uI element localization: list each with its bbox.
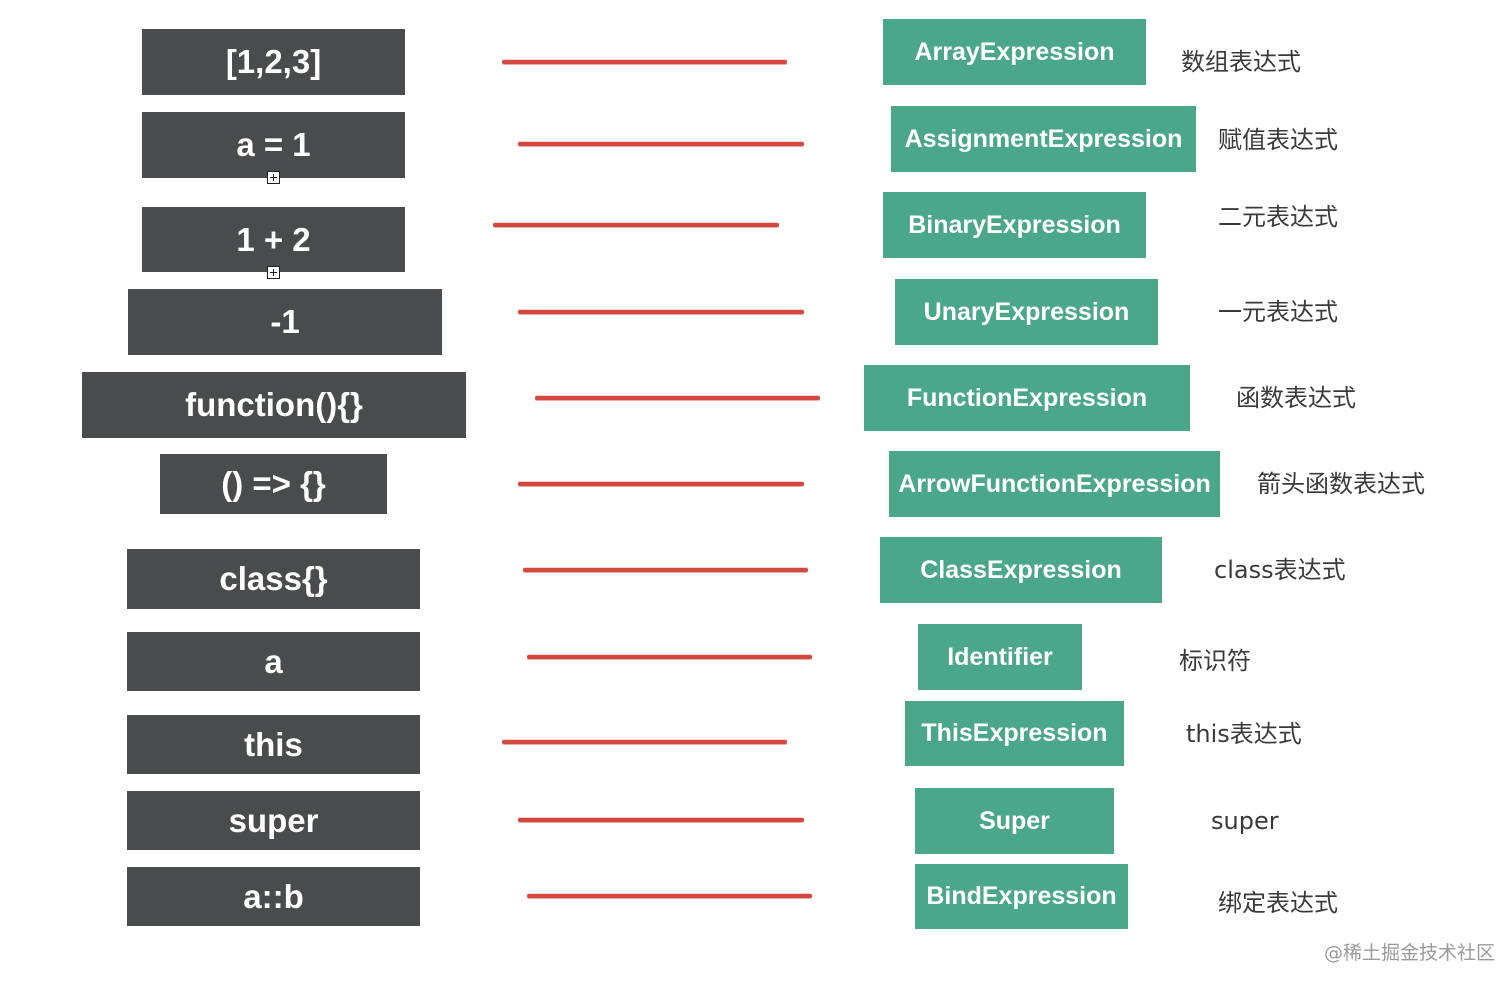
node-label: ThisExpression (921, 719, 1108, 747)
node-box-arrow-function-expression: ArrowFunctionExpression (889, 451, 1220, 517)
connector-line (527, 894, 812, 898)
node-label: ArrayExpression (914, 37, 1115, 66)
node-label: UnaryExpression (923, 297, 1130, 326)
code-label: class{} (219, 560, 328, 597)
description-label: this表达式 (1186, 720, 1302, 748)
description-label: 二元表达式 (1218, 203, 1338, 231)
node-box-function-expression: FunctionExpression (864, 365, 1190, 431)
code-box-function: function(){} (82, 372, 466, 438)
code-box-this: this (127, 715, 420, 774)
code-label: this (244, 725, 303, 763)
node-box-super: Super (915, 788, 1114, 854)
node-label: FunctionExpression (906, 383, 1148, 412)
node-label: AssignmentExpression (904, 124, 1183, 153)
description-label: 箭头函数表达式 (1257, 470, 1425, 498)
description-label: 标识符 (1179, 647, 1251, 675)
code-box-unary: -1 (128, 289, 442, 355)
node-label: Super (979, 806, 1050, 835)
description-label: 数组表达式 (1181, 48, 1301, 76)
description-label: 函数表达式 (1236, 384, 1356, 412)
code-label: function(){} (185, 386, 363, 423)
code-label: a = 1 (236, 126, 311, 163)
connector-line (527, 655, 812, 659)
node-box-assignment-expression: AssignmentExpression (891, 106, 1196, 172)
node-box-class-expression: ClassExpression (880, 537, 1162, 603)
description-label: super (1211, 807, 1279, 835)
connector-line (518, 142, 804, 146)
code-label: a::b (243, 877, 304, 915)
connector-line (518, 818, 804, 822)
node-label: BinaryExpression (908, 210, 1121, 239)
node-label: BindExpression (926, 882, 1117, 910)
node-box-array-expression: ArrayExpression (883, 19, 1146, 85)
code-label: () => {} (221, 465, 326, 502)
code-label: 1 + 2 (236, 220, 311, 258)
node-box-unary-expression: UnaryExpression (895, 279, 1158, 345)
description-label: 赋值表达式 (1218, 126, 1338, 154)
node-label: Identifier (947, 642, 1053, 671)
code-box-array: [1,2,3] (142, 29, 405, 95)
code-box-class: class{} (127, 549, 420, 609)
description-label: 绑定表达式 (1218, 889, 1338, 917)
code-box-super: super (127, 791, 420, 850)
connector-line (502, 740, 787, 744)
code-box-binary: 1 + 2 (142, 207, 405, 272)
description-label: 一元表达式 (1218, 298, 1338, 326)
node-box-this-expression: ThisExpression (905, 701, 1124, 766)
watermark: @稀土掘金技术社区 (1324, 942, 1496, 964)
code-box-arrow-function: () => {} (160, 454, 387, 514)
code-label: -1 (270, 303, 300, 340)
node-label: ArrowFunctionExpression (898, 469, 1211, 498)
code-label: [1,2,3] (225, 43, 322, 80)
description-label: class表达式 (1214, 556, 1346, 584)
connector-line (523, 568, 808, 572)
node-box-identifier: Identifier (918, 624, 1082, 690)
connector-line (502, 60, 787, 64)
node-label: ClassExpression (920, 555, 1122, 584)
code-box-bind: a::b (127, 867, 420, 926)
connector-line (493, 223, 779, 227)
code-label: super (228, 801, 319, 839)
node-box-bind-expression: BindExpression (915, 864, 1128, 929)
connector-line (518, 482, 804, 486)
connector-line (518, 310, 804, 314)
plus-box-icon (267, 171, 280, 184)
connector-line (535, 396, 820, 400)
code-box-assignment: a = 1 (142, 112, 405, 178)
node-box-binary-expression: BinaryExpression (883, 192, 1146, 258)
plus-box-icon (267, 266, 280, 279)
code-box-identifier: a (127, 632, 420, 691)
code-label: a (264, 642, 283, 680)
